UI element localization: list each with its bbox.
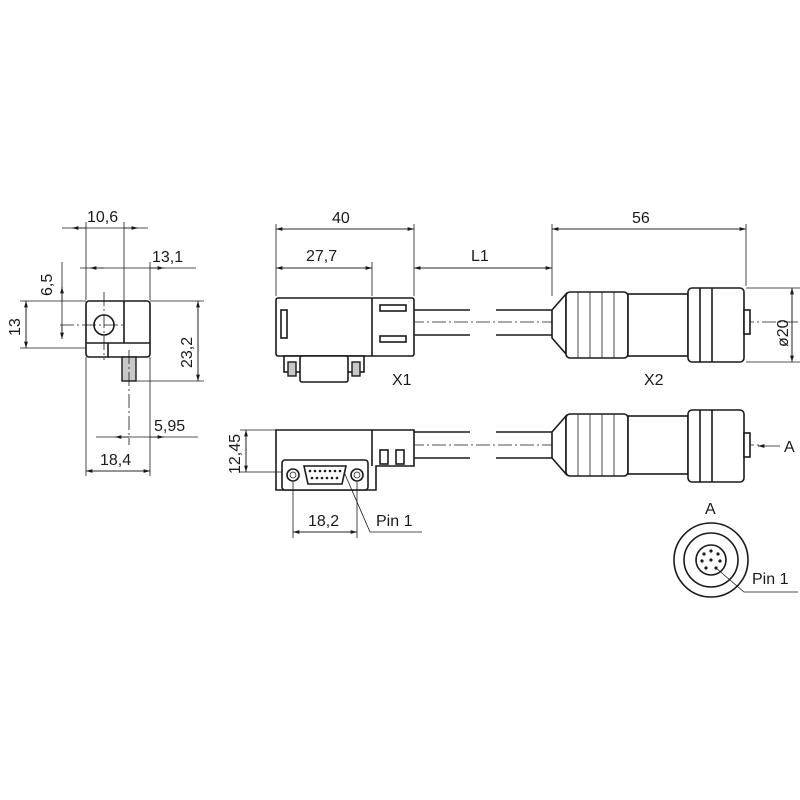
dim-x1-pin-width: 18,2 (308, 513, 339, 530)
side-view: 10,6 13,1 6,5 13 23,2 5,95 (7, 209, 204, 476)
x2-label: X2 (644, 372, 664, 389)
dim-side-total-height: 23,2 (179, 337, 196, 368)
view-a-pin-label: Pin 1 (752, 571, 789, 588)
x1-pin-label: Pin 1 (376, 513, 413, 530)
view-arrow-label: A (784, 439, 795, 456)
dim-x2-length: 56 (632, 210, 650, 227)
connector-x2-top-view: 56 ø20 X2 (551, 210, 800, 389)
dim-side-offset: 13,1 (152, 249, 183, 266)
dim-x1-length: 40 (332, 210, 350, 227)
dim-x1-height: 12,45 (227, 434, 244, 474)
connector-x1-top-view: 40 27,7 L1 X1 (275, 210, 800, 389)
dim-cable-length: L1 (471, 248, 489, 265)
x2-cone (551, 291, 567, 357)
dim-side-width-bottom: 18,4 (100, 452, 131, 469)
connector-x2-front-view: A (551, 409, 795, 483)
dim-side-width-top: 10,6 (87, 209, 118, 226)
view-a: A Pin 1 (673, 501, 798, 598)
dim-x1-inner-length: 27,7 (306, 248, 337, 265)
dim-x2-diameter: ø20 (775, 319, 792, 347)
x1-label: X1 (392, 372, 412, 389)
dim-side-pin-offset: 5,95 (154, 418, 185, 435)
view-a-title: A (705, 501, 716, 518)
dsub-pins (308, 469, 342, 480)
dim-side-hole: 6,5 (39, 274, 56, 296)
dim-side-height: 13 (7, 318, 24, 336)
